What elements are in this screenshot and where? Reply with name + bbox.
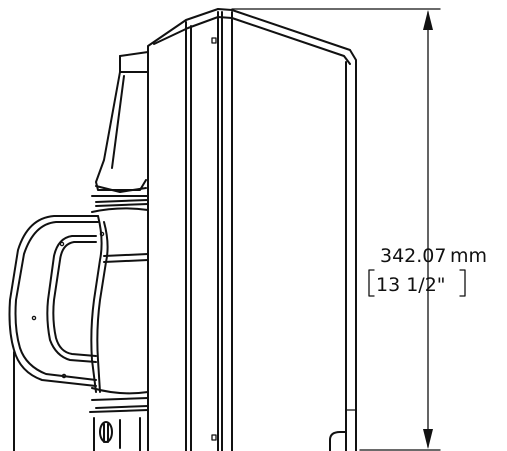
bracket-left-icon (368, 269, 375, 297)
carafe (8, 203, 149, 409)
arrow-down-icon (423, 429, 433, 449)
dimension-metric-value: 342.07 (380, 245, 446, 267)
bracket-right-icon (459, 269, 466, 297)
warmer-base (13, 351, 149, 451)
dimension-imperial-value: 13 1/2" (376, 274, 446, 296)
brewer-housing (147, 8, 357, 451)
arrow-up-icon (423, 10, 433, 30)
brew-funnel (91, 51, 149, 203)
height-dimension: 342.07 mm 13 1/2" (231, 8, 487, 451)
dimension-metric-unit: mm (450, 245, 487, 267)
